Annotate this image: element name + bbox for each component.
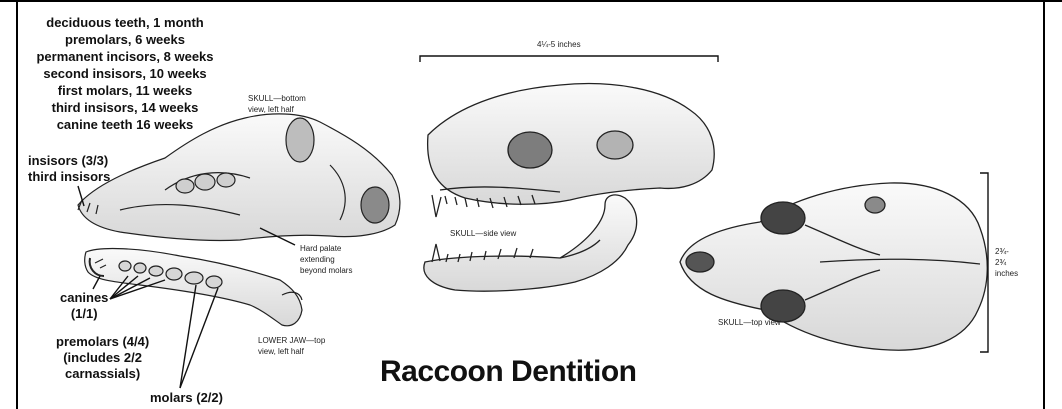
lower-jaw-top-view-drawing bbox=[85, 249, 302, 326]
figure-title: Raccoon Dentition bbox=[380, 355, 637, 389]
caption-line: extending bbox=[300, 254, 352, 265]
premolars-label-line: (includes 2/2 bbox=[56, 350, 149, 366]
timeline-entry: canine teeth 16 weeks bbox=[30, 116, 220, 133]
caption-line: SKULL—bottom bbox=[248, 93, 306, 104]
caption-line: 2¾ bbox=[995, 257, 1018, 268]
incisors-label: insisors (3/3) third insisors bbox=[28, 153, 110, 185]
canines-label-line: canines bbox=[60, 290, 108, 306]
premolars-label: premolars (4/4) (includes 2/2 carnassial… bbox=[56, 334, 149, 382]
skull-side-view-drawing bbox=[424, 84, 714, 292]
caption-line: LOWER JAW—top bbox=[258, 335, 325, 346]
skull-side-caption: SKULL—side view bbox=[450, 229, 516, 238]
timeline-entry: second insisors, 10 weeks bbox=[30, 65, 220, 82]
canines-label-line: (1/1) bbox=[60, 306, 108, 322]
caption-line: view, left half bbox=[258, 346, 325, 357]
timeline-entry: deciduous teeth, 1 month bbox=[30, 14, 220, 31]
premolars-label-line: carnassials) bbox=[56, 366, 149, 382]
lower-jaw-caption: LOWER JAW—top view, left half bbox=[258, 335, 325, 357]
molars-label: molars (2/2) bbox=[150, 390, 223, 405]
incisors-label-line: third insisors bbox=[28, 169, 110, 185]
caption-line: 2¾- bbox=[995, 246, 1018, 257]
length-measure: 4¼-5 inches bbox=[537, 40, 581, 49]
timeline-entry: third insisors, 14 weeks bbox=[30, 99, 220, 116]
skull-top-caption: SKULL—top view bbox=[718, 318, 781, 327]
skull-bottom-caption: SKULL—bottom view, left half bbox=[248, 93, 306, 115]
eruption-timeline: deciduous teeth, 1 month premolars, 6 we… bbox=[30, 14, 220, 133]
caption-line: inches bbox=[995, 268, 1018, 279]
canines-label: canines (1/1) bbox=[60, 290, 108, 322]
hard-palate-caption: Hard palate extending beyond molars bbox=[300, 243, 352, 276]
premolars-label-line: premolars (4/4) bbox=[56, 334, 149, 350]
timeline-entry: first molars, 11 weeks bbox=[30, 82, 220, 99]
caption-line: beyond molars bbox=[300, 265, 352, 276]
timeline-entry: premolars, 6 weeks bbox=[30, 31, 220, 48]
incisors-label-line: insisors (3/3) bbox=[28, 153, 110, 169]
width-measure: 2¾- 2¾ inches bbox=[995, 246, 1018, 279]
caption-line: view, left half bbox=[248, 104, 306, 115]
timeline-entry: permanent incisors, 8 weeks bbox=[30, 48, 220, 65]
caption-line: Hard palate bbox=[300, 243, 352, 254]
